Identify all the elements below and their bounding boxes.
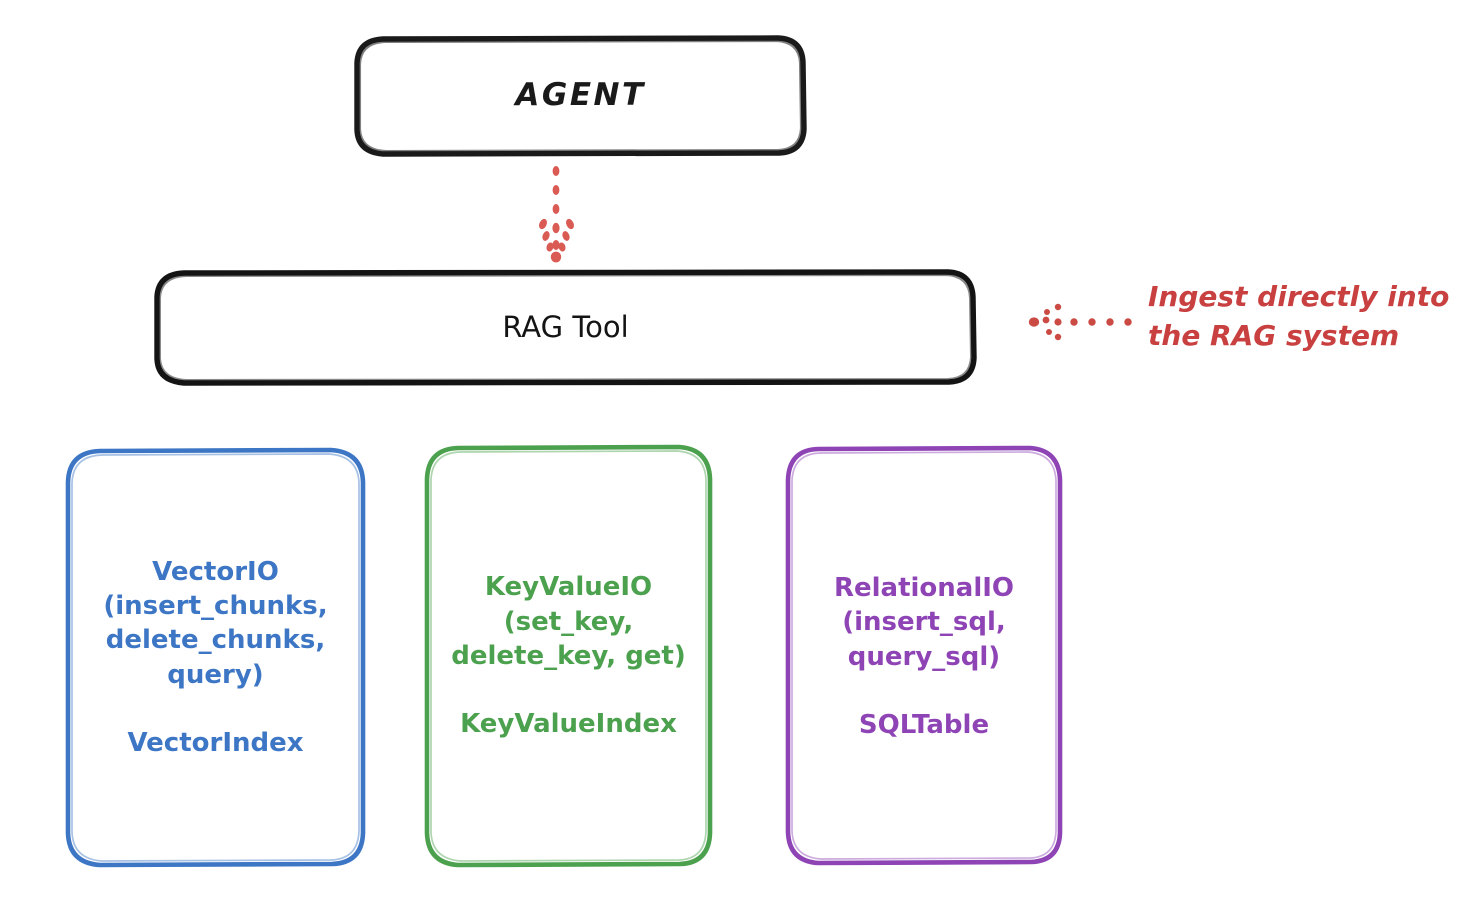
- key-value-io-signature: KeyValueIO (set_key, delete_key, get): [451, 572, 686, 671]
- relational-io-label: RelationalIO (insert_sql, query_sql) SQL…: [788, 448, 1060, 865]
- vector-io-index: VectorIndex: [127, 727, 304, 758]
- relational-io-signature: RelationalIO (insert_sql, query_sql): [833, 572, 1015, 672]
- agent-box[interactable]: [354, 35, 807, 157]
- rag-tool-box[interactable]: [154, 269, 977, 386]
- relational-io-index: SQLTable: [858, 709, 990, 740]
- ingest-pointer-connector: [1028, 303, 1132, 341]
- agent-to-rag-connector: [539, 166, 574, 263]
- vector-io-box[interactable]: [65, 447, 366, 868]
- key-value-io-label: KeyValueIO (set_key, delete_key, get) Ke…: [427, 447, 710, 865]
- vector-io-label: VectorIO (insert_chunks, delete_chunks, …: [68, 450, 363, 865]
- key-value-io-box[interactable]: [424, 444, 713, 868]
- vector-io-signature: VectorIO (insert_chunks, delete_chunks, …: [103, 556, 328, 690]
- key-value-io-index: KeyValueIndex: [460, 709, 677, 740]
- relational-io-box[interactable]: [785, 445, 1063, 866]
- ingest-annotation-text: Ingest directly into the RAG system: [1148, 280, 1450, 352]
